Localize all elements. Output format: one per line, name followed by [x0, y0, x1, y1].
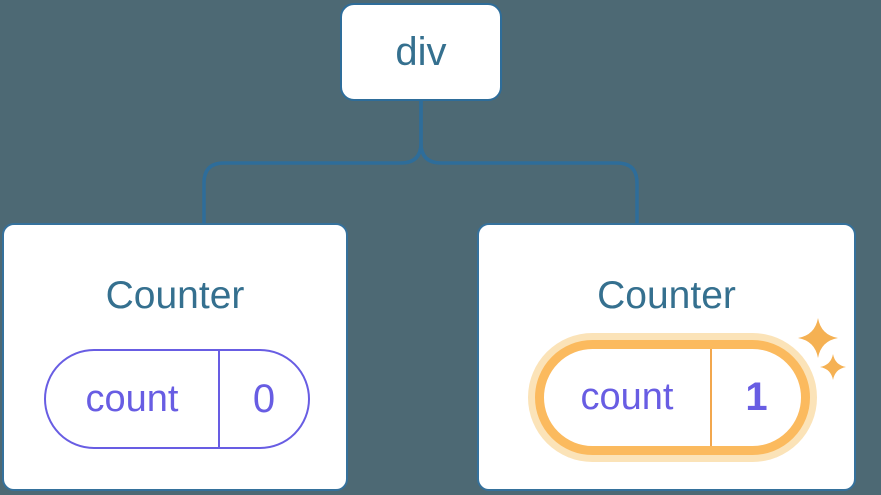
state-name-section: count — [46, 351, 220, 447]
state-value: 0 — [252, 376, 276, 421]
state-value: 1 — [745, 375, 768, 419]
state-pill: count 0 — [44, 349, 310, 449]
counter-card-left: Counter count 0 — [2, 223, 348, 491]
state-value-section: 1 — [712, 349, 801, 446]
component-title: Counter — [105, 274, 245, 317]
state-pill-highlighted: count 1 — [535, 340, 810, 455]
state-value-section: 0 — [220, 351, 308, 447]
sparkle-large — [798, 318, 838, 358]
component-title: Counter — [597, 274, 736, 317]
state-name-label: count — [85, 377, 179, 420]
connector-left-branch — [202, 101, 423, 225]
connector-right-branch — [419, 101, 639, 225]
sparkle-small — [820, 354, 846, 380]
state-name-section: count — [544, 349, 712, 446]
sparkles-icon — [798, 318, 846, 380]
root-node-label: div — [395, 29, 447, 74]
root-node-div: div — [340, 3, 502, 101]
counter-card-right: Counter count 1 — [477, 223, 856, 491]
state-name-label: count — [580, 376, 674, 418]
